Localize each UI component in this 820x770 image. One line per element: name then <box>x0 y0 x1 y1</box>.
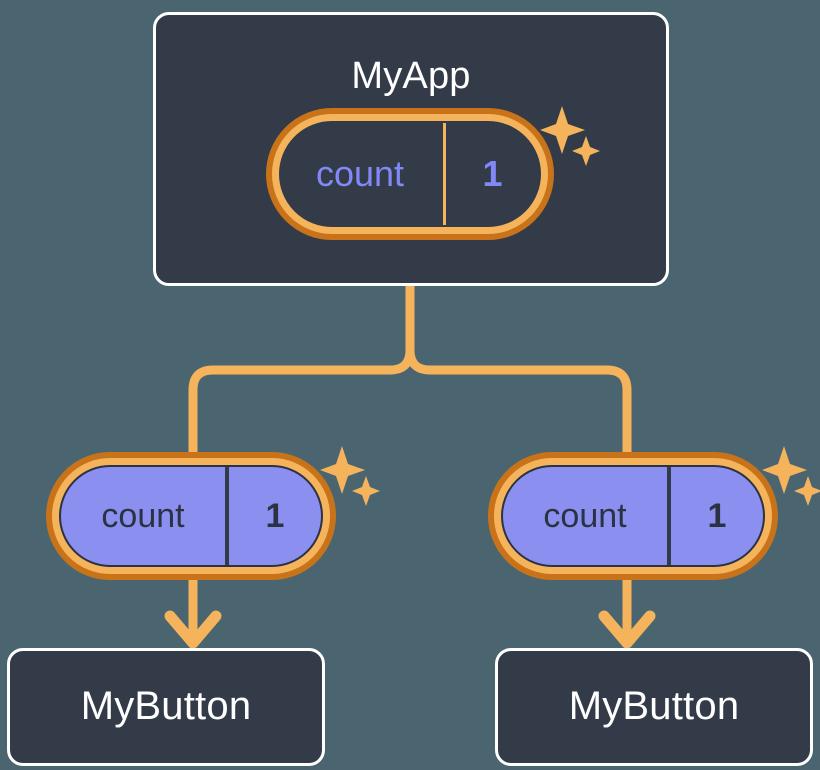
state-name: count <box>315 153 405 194</box>
component-card-mybutton-right[interactable]: MyButton <box>495 648 813 766</box>
component-card-mybutton-left[interactable]: MyButton <box>7 648 325 766</box>
state-pill-body: count 1 <box>59 465 323 567</box>
state-pill-left[interactable]: count 1 <box>46 452 336 580</box>
component-title: MyApp <box>351 55 471 97</box>
state-value: 1 <box>667 467 763 565</box>
arrow-down-icon-right <box>598 580 656 649</box>
state-pill-body: count 1 <box>279 121 541 227</box>
state-value: 1 <box>225 467 321 565</box>
state-value: 1 <box>443 123 539 225</box>
state-pill-body: count 1 <box>501 465 765 567</box>
state-pill-right[interactable]: count 1 <box>488 452 778 580</box>
branch-connector <box>188 281 632 457</box>
component-title: MyButton <box>568 684 740 728</box>
arrow-down-icon-left <box>164 580 222 649</box>
component-title: MyButton <box>80 684 252 728</box>
state-name: count <box>543 496 627 535</box>
state-name: count <box>101 496 185 535</box>
state-pill-myapp[interactable]: count 1 <box>266 108 554 240</box>
